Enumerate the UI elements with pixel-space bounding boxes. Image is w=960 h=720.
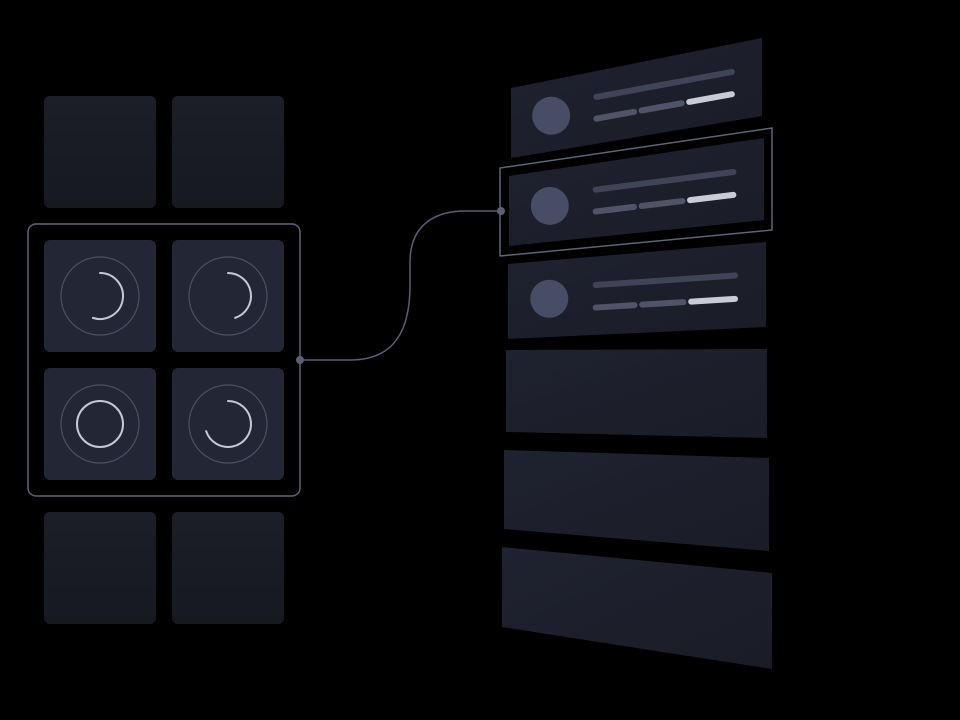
progress-ring-track: [188, 256, 268, 336]
avatar-icon: [530, 186, 569, 225]
text-placeholder-line: [592, 169, 737, 193]
profile-card[interactable]: [511, 38, 762, 158]
progress-ring-track: [60, 256, 140, 336]
card-background: [511, 38, 762, 158]
tile-background: [172, 512, 284, 624]
card-background: [509, 138, 764, 246]
empty-tile[interactable]: [172, 96, 284, 208]
progress-ring-arc: [227, 272, 252, 319]
progress-ring-arc: [205, 400, 252, 448]
profile-card[interactable]: [508, 242, 766, 339]
profile-card[interactable]: [499, 127, 773, 257]
card-background: [504, 450, 769, 551]
text-placeholder-line: [593, 68, 735, 100]
progress-ring-track: [60, 384, 140, 464]
text-placeholder-segment: [638, 100, 685, 114]
right-card-stack: [499, 38, 773, 669]
text-placeholder-segment: [593, 108, 637, 122]
text-placeholder-segment: [592, 302, 638, 311]
text-placeholder-segment: [688, 295, 739, 305]
connector: [296, 207, 505, 364]
blank-card[interactable]: [506, 349, 767, 438]
tile-background: [44, 96, 156, 208]
card-background: [508, 242, 766, 339]
blank-card[interactable]: [502, 547, 772, 669]
empty-tile[interactable]: [172, 512, 284, 624]
blank-card[interactable]: [504, 450, 769, 551]
connector-line: [300, 210, 501, 361]
text-placeholder-segment: [639, 299, 687, 308]
tile-background: [44, 512, 156, 624]
empty-tile[interactable]: [44, 96, 156, 208]
text-placeholder-line: [592, 272, 739, 289]
selected-card-outline[interactable]: [499, 127, 773, 257]
progress-tile[interactable]: [44, 240, 156, 352]
progress-ring-arc: [76, 400, 124, 448]
progress-tile[interactable]: [44, 368, 156, 480]
text-placeholder-segment: [592, 203, 637, 215]
progress-ring-arc: [91, 272, 124, 320]
avatar-icon: [530, 279, 569, 318]
progress-tile[interactable]: [172, 240, 284, 352]
tile-background: [172, 96, 284, 208]
text-placeholder-segment: [687, 191, 737, 204]
text-placeholder-segment: [686, 91, 735, 105]
left-tile-grid: [27, 96, 301, 624]
connector-end-dot: [497, 207, 505, 215]
progress-tile[interactable]: [172, 368, 284, 480]
card-background: [502, 547, 772, 669]
text-placeholder-segment: [638, 198, 686, 209]
avatar-icon: [532, 96, 571, 135]
card-background: [506, 349, 767, 438]
connector-start-dot: [296, 356, 304, 364]
progress-ring-track: [188, 384, 268, 464]
empty-tile[interactable]: [44, 512, 156, 624]
